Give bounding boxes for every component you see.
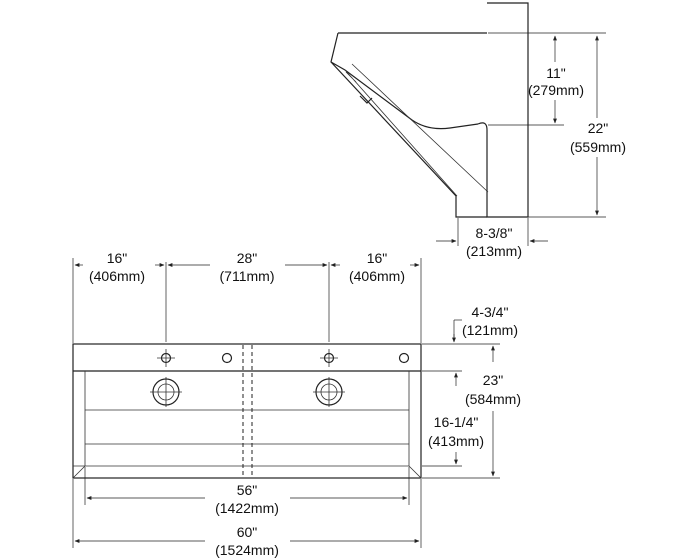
faucet-hole-right	[320, 349, 338, 367]
top-dim-right-metric: (406mm)	[349, 268, 405, 284]
front-view-basin-shelves	[72, 409, 422, 479]
front-view-right-extension-lines	[422, 343, 500, 479]
front-view-top-extension-lines	[72, 258, 422, 343]
top-dim-right-imperial: 16"	[367, 250, 388, 266]
bottom-dim-overall-metric: (1524mm)	[215, 542, 279, 558]
side-dim-depth-metric: (213mm)	[466, 243, 522, 259]
side-view-backsplash	[477, 2, 529, 218]
drain-left	[150, 377, 182, 407]
top-dim-center-imperial: 28"	[237, 250, 258, 266]
bottom-dim-bowl-metric: (1422mm)	[215, 500, 279, 516]
side-dim-basin-imperial: 11"	[546, 65, 566, 81]
front-view-basin	[84, 371, 410, 467]
front-view-bottom-extension-lines	[72, 467, 422, 548]
right-dim-overall-metric: (584mm)	[465, 391, 521, 407]
side-view-extension-lines	[457, 32, 606, 246]
top-dim-center-metric: (711mm)	[220, 268, 275, 284]
right-dim-overall-imperial: 23"	[483, 372, 504, 388]
side-dim-total-metric: (559mm)	[570, 139, 626, 155]
side-view-basin	[330, 32, 487, 218]
bottom-dim-bowl-imperial: 56"	[237, 482, 258, 498]
right-dim-deck-imperial: 4-3/4"	[472, 304, 509, 320]
right-dim-bowl-metric: (413mm)	[428, 433, 484, 449]
front-view-body	[72, 343, 422, 479]
side-view-trough	[344, 63, 489, 197]
front-view: 16" (406mm) 28" (711mm) 16" (406mm) 4-3/…	[72, 250, 521, 558]
right-dim-deck-metric: (121mm)	[462, 322, 518, 338]
side-dim-basin-metric: (279mm)	[528, 82, 584, 98]
top-dim-left-metric: (406mm)	[89, 268, 145, 284]
right-dim-bowl-imperial: 16-1/4"	[434, 414, 479, 430]
drain-right	[313, 377, 345, 407]
side-dim-depth-imperial: 8-3/8"	[476, 225, 513, 241]
side-dim-total-imperial: 22"	[588, 120, 609, 136]
accessory-hole-right	[398, 352, 410, 364]
side-view-drain	[359, 95, 373, 104]
bottom-dim-overall-imperial: 60"	[237, 524, 258, 540]
faucet-hole-left	[157, 349, 175, 367]
side-view: 11" (279mm) 22" (559mm) 8-3/8" (213mm)	[330, 2, 626, 259]
accessory-hole-left	[221, 352, 233, 364]
top-dim-left-imperial: 16"	[107, 250, 128, 266]
